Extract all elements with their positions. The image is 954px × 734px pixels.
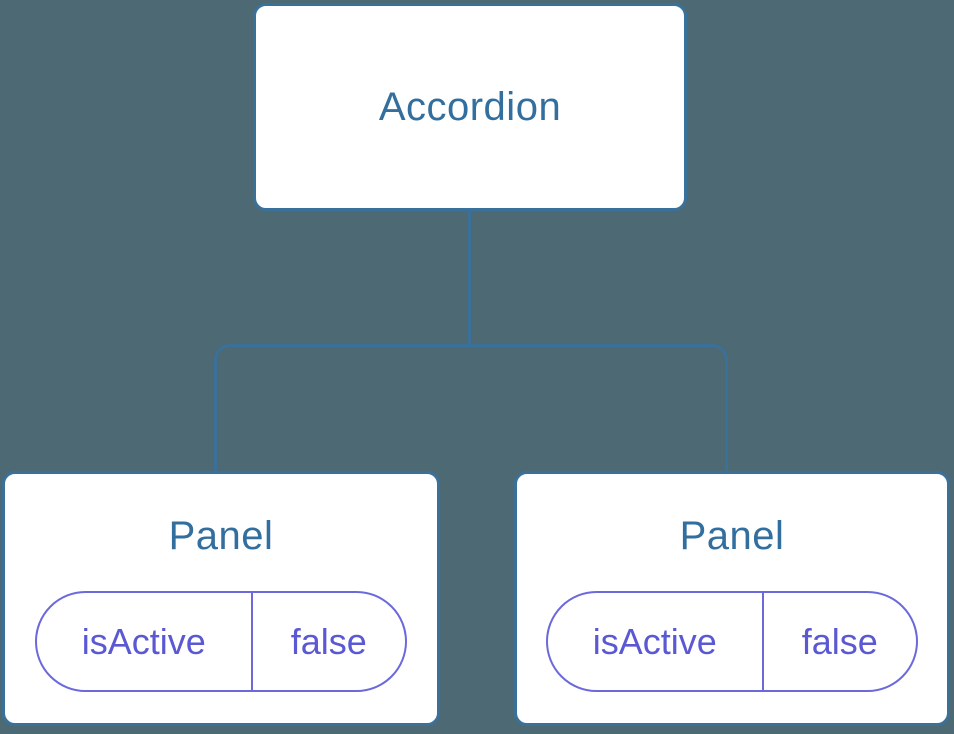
accordion-node-label: Accordion: [378, 84, 562, 129]
state-value: false: [290, 620, 367, 662]
state-pill: isActive false: [546, 591, 918, 692]
connector-stem: [468, 211, 471, 347]
state-key: isActive: [548, 593, 764, 690]
panel-node-label: Panel: [679, 514, 785, 558]
state-value: false: [801, 620, 878, 662]
connector-branch: [214, 344, 728, 472]
state-key: isActive: [37, 593, 253, 690]
panel-node-right: Panel isActive false: [514, 471, 950, 726]
accordion-node: Accordion: [253, 3, 687, 211]
panel-node-left: Panel isActive false: [2, 471, 440, 726]
panel-node-label: Panel: [168, 514, 274, 558]
state-pill: isActive false: [35, 591, 407, 692]
